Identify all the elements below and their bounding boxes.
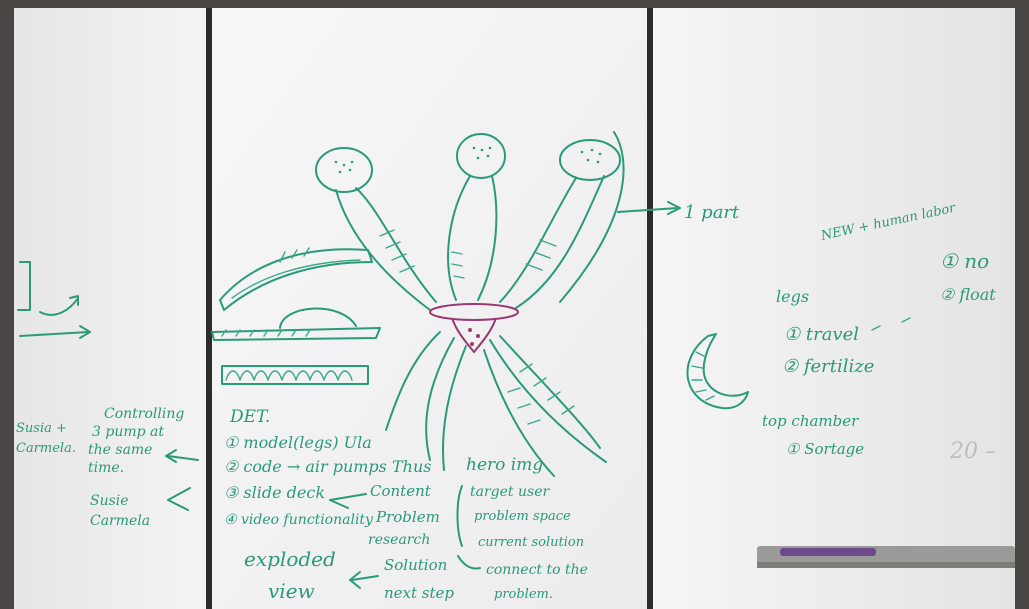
det-current-solution: current solution	[478, 535, 584, 550]
right-float: ② float	[940, 285, 996, 304]
right-fertilize: ② fertilize	[782, 356, 874, 377]
board-right	[653, 8, 1015, 609]
det-exploded: exploded	[244, 547, 336, 571]
det-problem-space: problem space	[474, 509, 571, 524]
right-travel: ① travel	[784, 324, 859, 345]
det-view: view	[268, 579, 315, 603]
left-controlling: Controlling	[104, 406, 184, 422]
left-same: the same	[88, 442, 152, 458]
det-problem: Problem	[375, 508, 440, 526]
right-storage: ① Sortage	[786, 440, 864, 458]
det-item-2: ② code → air pumps Thus	[224, 457, 431, 476]
det-research: research	[368, 532, 430, 548]
board-seam	[206, 8, 212, 609]
right-legs: legs	[776, 287, 809, 306]
left-time: time.	[88, 460, 124, 476]
left-carmela: Carmela.	[16, 441, 76, 456]
det-item-4: ④ video functionality	[224, 512, 374, 528]
right-top-chamber: top chamber	[762, 412, 859, 430]
right-no: ① no	[940, 249, 989, 273]
left-susia: Susia +	[16, 421, 67, 436]
det-target-user: target user	[470, 484, 550, 500]
marker-tray-lip	[757, 562, 1015, 568]
left-names-1: Susie	[90, 493, 129, 509]
det-item-3: ③ slide deck	[224, 483, 325, 502]
det-solution: Solution	[384, 556, 447, 574]
det-hero-img: hero img	[466, 455, 543, 475]
board-seam	[647, 8, 653, 609]
det-problem-2: problem.	[494, 587, 553, 602]
det-connect: connect to the	[486, 562, 588, 578]
marker	[780, 548, 876, 556]
det-heading: DET.	[229, 407, 270, 427]
det-item-1: ① model(legs) Ula	[224, 433, 372, 452]
right-twenty: 20 –	[949, 439, 996, 464]
right-1-part: 1 part	[684, 202, 740, 223]
left-names-2: Carmela	[90, 513, 150, 529]
left-pump: 3 pump at	[92, 424, 164, 440]
det-next-step: next step	[384, 584, 454, 602]
det-content: Content	[370, 482, 432, 500]
